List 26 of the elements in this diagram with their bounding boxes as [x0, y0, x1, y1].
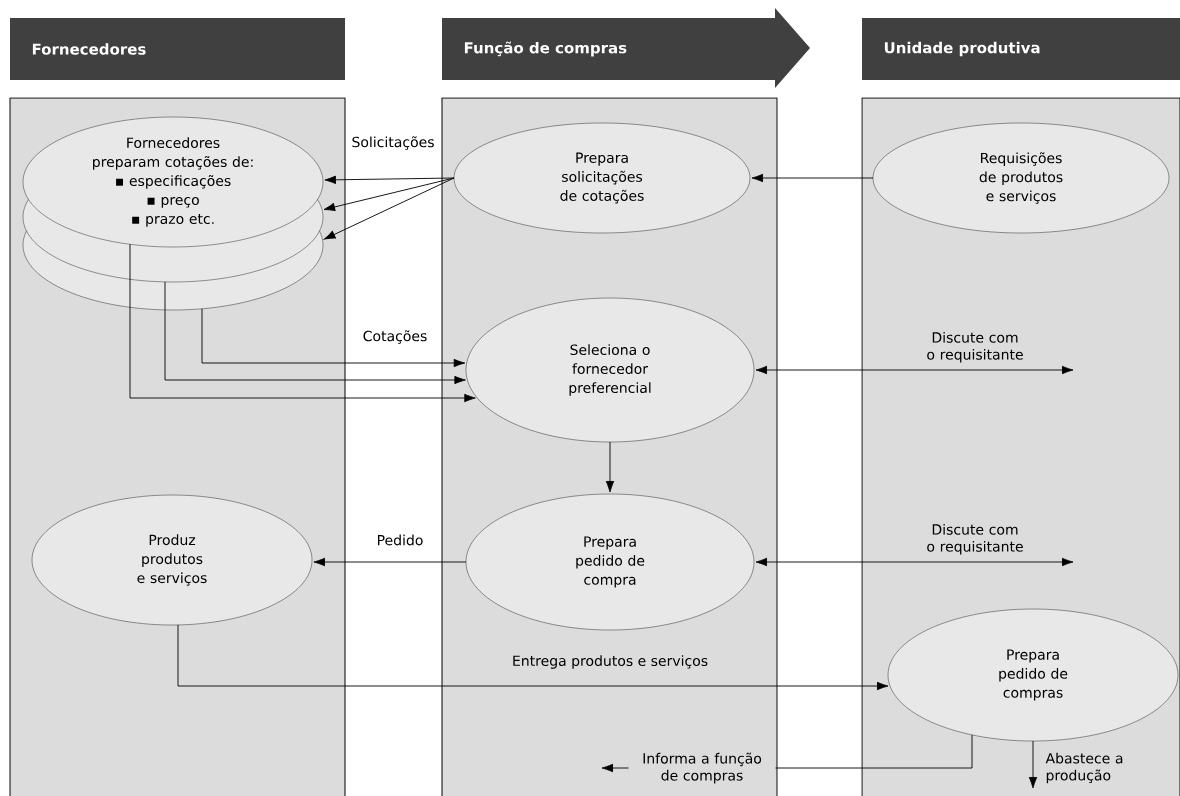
- arrow: [755, 557, 1074, 567]
- arrow: [323, 177, 455, 240]
- stacked-ellipses: Fornecedores preparam cotações de: ▪ especificações ▪ preço ▪ prazo etc.: [22, 116, 324, 311]
- arrow: [324, 175, 455, 184]
- arrow: [177, 624, 889, 691]
- arrow: [164, 281, 466, 385]
- edge-label: Cotações: [361, 329, 429, 345]
- edge-label: Pedido: [378, 534, 423, 546]
- node-label: Unidade produtiva: [884, 41, 1040, 57]
- arrow: [1028, 740, 1038, 789]
- edge-label: Informa a função de compras: [628, 751, 776, 785]
- arrow: [605, 441, 615, 493]
- node-label: Fornecedores preparam cotações de:: [93, 137, 253, 170]
- arrow: [313, 557, 467, 567]
- arrow: [201, 308, 466, 368]
- arrow: [755, 365, 1074, 375]
- edge-label: Discute com o requisitante: [927, 331, 1023, 363]
- arrow: [751, 173, 874, 183]
- edge-label: Discute com o requisitante: [927, 523, 1023, 555]
- edge-label: Entrega produtos e serviços: [513, 655, 708, 669]
- arrow: [323, 177, 455, 212]
- edge-label: Solicitações: [350, 135, 436, 151]
- node-label: Fornecedores: [32, 43, 146, 55]
- arrow: [129, 243, 476, 403]
- node-label: Função de compras: [464, 41, 627, 57]
- edge-label: Abastece a produção: [1045, 752, 1123, 784]
